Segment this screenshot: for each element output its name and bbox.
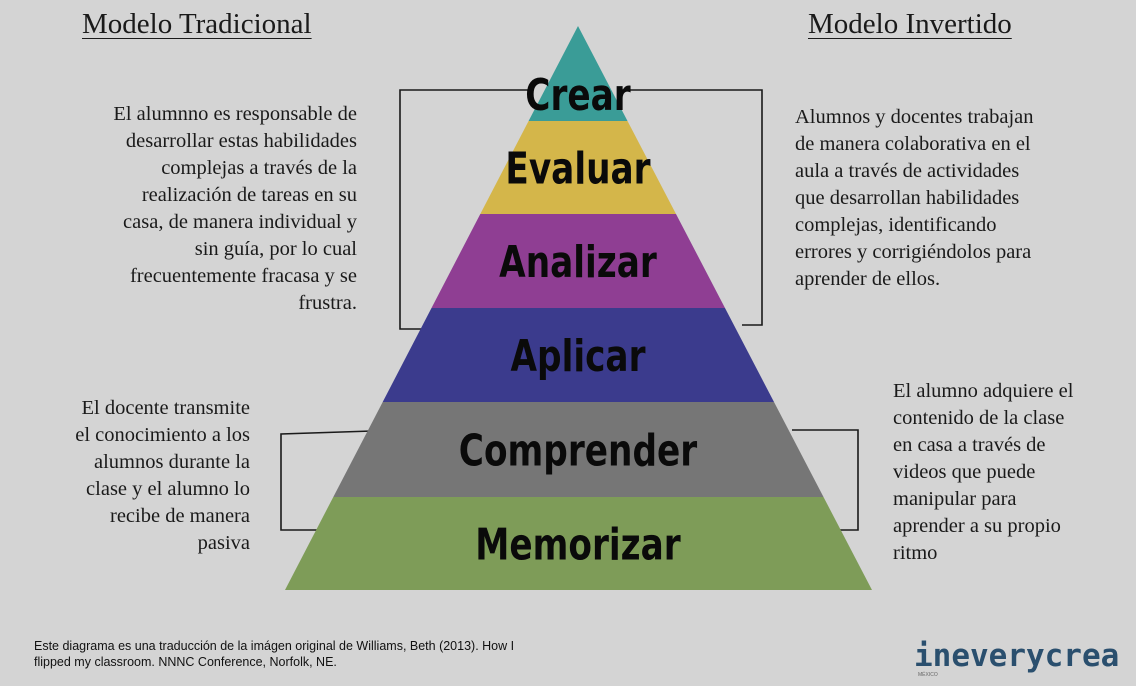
pyramid-label-comprender: Comprender (459, 425, 698, 476)
pyramid-label-analizar: Analizar (499, 237, 657, 288)
ineverycrea-logo: ineverycrea (914, 638, 1120, 674)
traditional-higher-skills-text: El alumnno es responsable de desarrollar… (113, 103, 357, 314)
pyramid-level-comprender (333, 402, 824, 497)
pyramid-label-evaluar: Evaluar (505, 143, 651, 194)
pyramid-label-memorizar: Memorizar (475, 519, 681, 570)
pyramid-level-aplicar (382, 308, 774, 402)
pyramid-label-aplicar: Aplicar (510, 331, 645, 382)
pyramid-level-memorizar (285, 497, 872, 590)
pyramid-levels: CrearEvaluarAnalizarAplicarComprenderMem… (285, 26, 872, 590)
heading-traditional-model: Modelo Tradicional (82, 8, 312, 40)
source-note: Este diagrama es una traducción de la im… (34, 639, 515, 669)
logo-subtitle: MÉXICO (918, 672, 938, 678)
traditional-lower-skills-text: El docente transmite el conocimiento a l… (75, 397, 250, 554)
pyramid-level-crear (528, 26, 628, 121)
inverted-lower-skills-text: El alumno adquiere el contenido de la cl… (893, 380, 1074, 564)
heading-inverted-model: Modelo Invertido (808, 8, 1012, 40)
pyramid-label-crear: Crear (525, 70, 631, 121)
bracket-bottom-left (280, 430, 373, 531)
bracket-top-right (622, 89, 763, 326)
inverted-higher-skills-text: Alumnos y docentes trabajan de manera co… (795, 106, 1034, 290)
pyramid-level-analizar (431, 214, 725, 308)
bracket-bottom-right (792, 429, 859, 531)
pyramid-level-evaluar (480, 121, 676, 214)
